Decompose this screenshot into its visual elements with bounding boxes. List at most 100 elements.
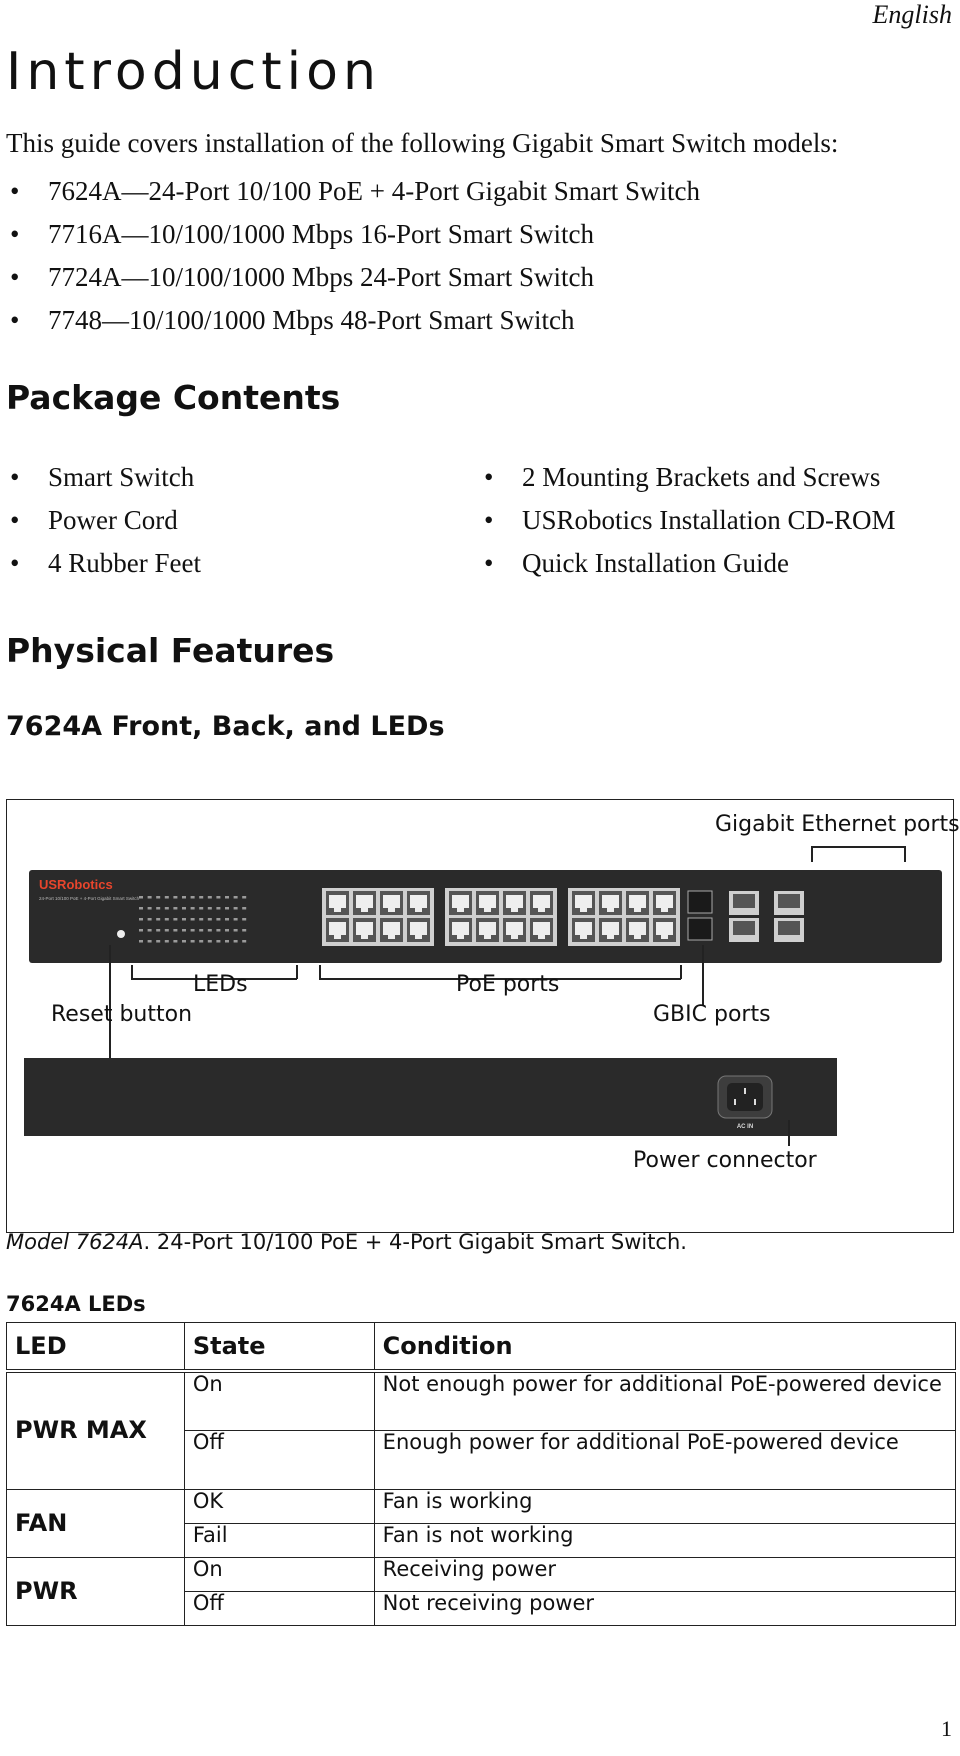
callout-line xyxy=(109,945,111,1075)
led-condition: Enough power for additional PoE-powered … xyxy=(373,1429,957,1490)
callout-line xyxy=(702,945,704,1005)
physical-features-heading: Physical Features xyxy=(6,631,335,670)
svg-text:24-Port 10/100 PoE + 4-Port Gi: 24-Port 10/100 PoE + 4-Port Gigabit Smar… xyxy=(39,896,140,901)
led-indicator-icon xyxy=(207,929,212,932)
led-indicator-icon xyxy=(199,907,204,910)
gbic-ports xyxy=(687,890,713,941)
table-row: Off Enough power for additional PoE-powe… xyxy=(7,1429,957,1490)
caption-model: Model 7624A xyxy=(6,1230,144,1254)
led-grid xyxy=(139,896,247,943)
callout-bracket xyxy=(319,965,321,979)
led-indicator-icon xyxy=(139,918,143,921)
led-table-heading: 7624A LEDs xyxy=(6,1292,146,1316)
callout-gigabit-ethernet-ports: Gigabit Ethernet ports xyxy=(715,812,960,837)
led-indicator-icon xyxy=(233,929,238,932)
led-condition: Fan is not working xyxy=(373,1522,957,1558)
callout-bracket xyxy=(131,965,133,979)
led-state: Off xyxy=(183,1590,375,1626)
led-indicator-icon xyxy=(173,896,178,899)
led-indicator-icon xyxy=(156,929,161,932)
led-state: Fail xyxy=(183,1522,375,1558)
led-indicator-icon xyxy=(182,896,186,899)
led-indicator-icon xyxy=(242,940,247,943)
callout-gbic-ports: GBIC ports xyxy=(653,1002,771,1027)
led-indicator-icon xyxy=(164,940,169,943)
led-indicator-icon xyxy=(216,929,221,932)
led-indicator-icon xyxy=(147,907,152,910)
led-indicator-icon xyxy=(216,896,221,899)
led-table: LED State Condition PWR MAX On Not enoug… xyxy=(6,1322,957,1626)
led-indicator-icon xyxy=(225,896,229,899)
led-name: FAN xyxy=(6,1488,185,1558)
gbic-port-icon xyxy=(687,890,713,914)
led-indicator-icon xyxy=(156,896,161,899)
led-name: PWR xyxy=(6,1556,185,1626)
callout-power-connector: Power connector xyxy=(633,1148,817,1173)
led-indicator-icon xyxy=(242,907,247,910)
table-header-row: LED State Condition xyxy=(6,1322,957,1373)
led-indicator-icon xyxy=(173,940,178,943)
led-indicator-icon xyxy=(173,907,178,910)
gigabit-ports xyxy=(729,891,804,942)
led-indicator-icon xyxy=(156,907,161,910)
led-indicator-icon xyxy=(216,940,221,943)
led-indicator-icon xyxy=(139,907,143,910)
led-indicator-icon xyxy=(164,907,169,910)
led-indicator-icon xyxy=(173,929,178,932)
led-indicator-icon xyxy=(190,907,195,910)
led-indicator-icon xyxy=(199,896,204,899)
led-indicator-icon xyxy=(242,918,247,921)
figure-caption: Model 7624A. 24-Port 10/100 PoE + 4-Port… xyxy=(6,1230,687,1254)
intro-text: This guide covers installation of the fo… xyxy=(6,128,839,158)
page-title: Introduction xyxy=(6,42,381,102)
led-indicator-icon xyxy=(207,940,212,943)
led-indicator-icon xyxy=(225,907,229,910)
led-state: OK xyxy=(183,1488,375,1524)
led-indicator-icon xyxy=(147,940,152,943)
led-indicator-icon xyxy=(173,918,178,921)
callout-line xyxy=(788,1120,790,1146)
led-condition: Not receiving power xyxy=(373,1590,957,1626)
column-header-condition: Condition xyxy=(373,1322,957,1373)
led-condition: Receiving power xyxy=(373,1556,957,1592)
language-label: English xyxy=(872,0,952,29)
callout-reset-button: Reset button xyxy=(51,1002,193,1027)
led-indicator-icon xyxy=(182,918,186,921)
list-item: 2 Mounting Brackets and Screws xyxy=(480,456,896,499)
led-indicator-icon xyxy=(139,896,143,899)
switch-back-panel: AC IN xyxy=(24,1058,837,1136)
list-item: Power Cord xyxy=(6,499,201,542)
led-indicator-icon xyxy=(190,929,195,932)
list-item: 7748—10/100/1000 Mbps 48-Port Smart Swit… xyxy=(6,299,700,342)
table-row: PWR On Receiving power xyxy=(6,1556,957,1626)
led-indicator-icon xyxy=(139,940,143,943)
led-name: PWR MAX xyxy=(6,1370,185,1490)
led-indicator-icon xyxy=(139,929,143,932)
table-row: FAN OK Fan is working xyxy=(6,1488,957,1558)
list-item: Quick Installation Guide xyxy=(480,542,896,585)
package-list-left: Smart Switch Power Cord 4 Rubber Feet xyxy=(6,456,201,585)
led-indicator-icon xyxy=(207,918,212,921)
ac-in-label: AC IN xyxy=(737,1124,753,1130)
led-indicator-icon xyxy=(233,918,238,921)
table-row: Fail Fan is not working xyxy=(7,1522,957,1558)
switch-front-panel: USRobotics 24-Port 10/100 PoE + 4-Port G… xyxy=(29,870,942,963)
led-indicator-icon xyxy=(225,929,229,932)
led-indicator-icon xyxy=(233,940,238,943)
column-header-state: State xyxy=(183,1322,375,1373)
callout-leds: LEDs xyxy=(193,972,248,997)
led-indicator-icon xyxy=(164,918,169,921)
list-item: Smart Switch xyxy=(6,456,201,499)
list-item: 4 Rubber Feet xyxy=(6,542,201,585)
led-indicator-icon xyxy=(199,940,204,943)
led-indicator-icon xyxy=(190,940,195,943)
led-condition: Not enough power for additional PoE-powe… xyxy=(373,1370,957,1431)
page-number: 1 xyxy=(941,1716,952,1741)
led-indicator-icon xyxy=(182,907,186,910)
reset-button-icon xyxy=(117,930,125,938)
brand-logo: USRobotics xyxy=(39,877,113,892)
led-indicator-icon xyxy=(164,896,169,899)
caption-text: . 24-Port 10/100 PoE + 4-Port Gigabit Sm… xyxy=(143,1230,687,1254)
led-indicator-icon xyxy=(216,907,221,910)
led-state: Off xyxy=(183,1429,375,1490)
